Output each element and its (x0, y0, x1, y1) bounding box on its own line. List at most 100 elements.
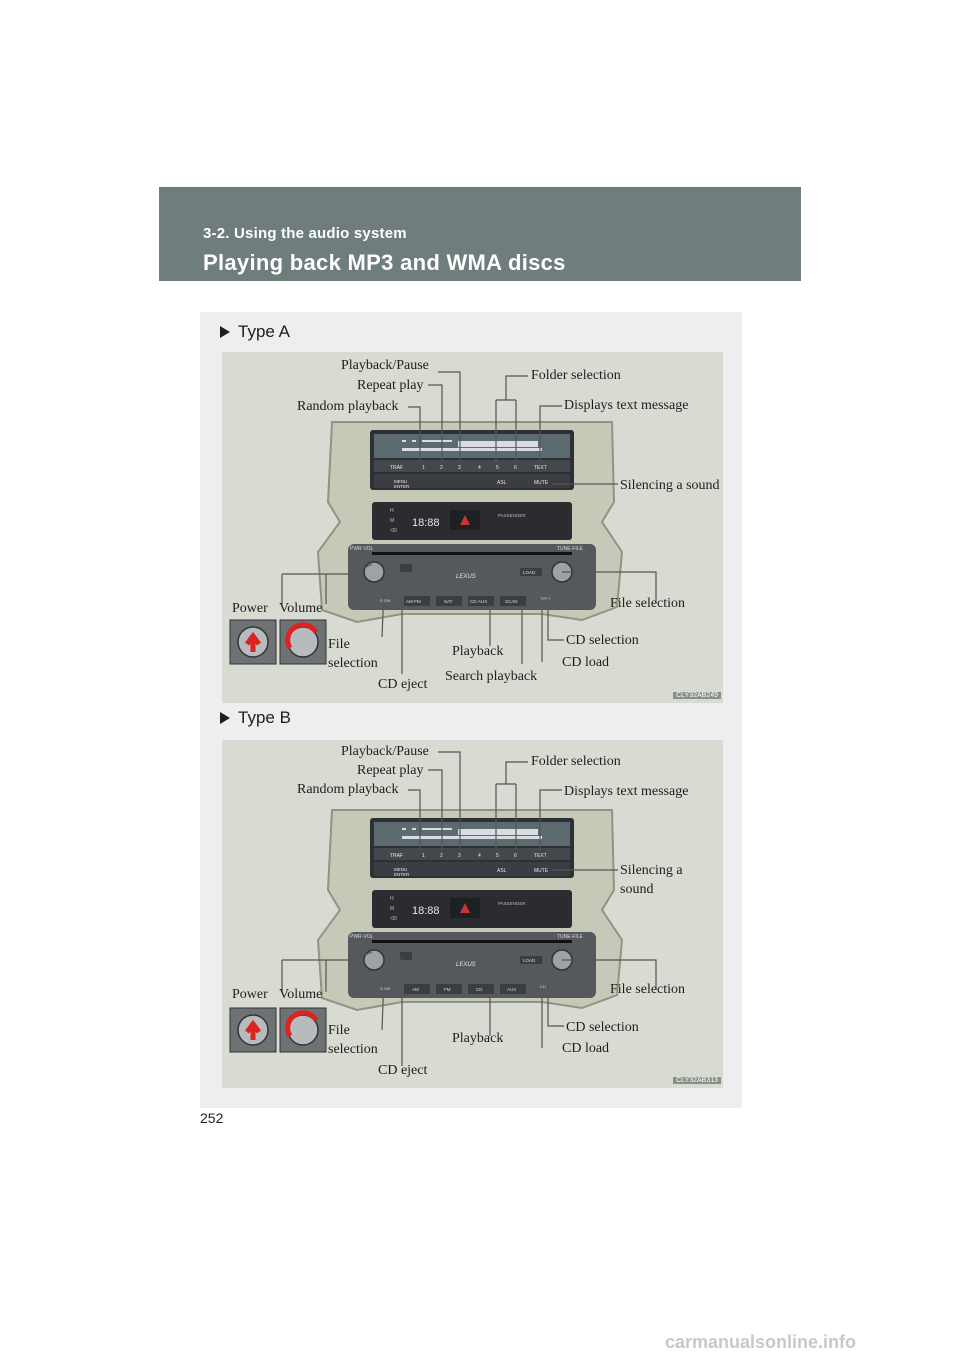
svg-text:SEEK: SEEK (380, 598, 391, 603)
svg-text::00: :00 (390, 528, 397, 534)
svg-text:SCAN: SCAN (505, 599, 518, 604)
svg-text:AM·FM: AM·FM (406, 599, 421, 604)
svg-text:ENTER: ENTER (394, 484, 410, 489)
section-subtitle: 3-2. Using the audio system (203, 225, 407, 242)
hazard-icon (460, 903, 470, 913)
label-random-playback-b: Random playback (297, 782, 399, 797)
section-header: 3-2. Using the audio system Playing back… (159, 187, 801, 281)
label-playback-pause-a: Playback/Pause (341, 358, 429, 373)
svg-text:FM: FM (444, 987, 451, 992)
svg-text:TYPE: TYPE (540, 596, 551, 601)
triangle-bullet-icon (220, 325, 230, 338)
label-search-playback-a: Search playback (445, 669, 538, 684)
label-cd-eject-a: CD eject (378, 677, 428, 692)
label-displays-text-a: Displays text message (564, 398, 689, 413)
svg-text:3: 3 (458, 465, 461, 471)
label-repeat-play-a: Repeat play (357, 378, 424, 393)
type-b-bottom-buttons: AM FM CD AUX SEEK CH (380, 984, 546, 994)
type-a-label: Type A (238, 322, 290, 341)
label-volume-a: Volume (279, 601, 323, 616)
svg-text:H: H (390, 896, 394, 902)
svg-text:6: 6 (514, 853, 517, 859)
cd-slot (372, 940, 572, 943)
pwr-vol-knob (363, 561, 385, 583)
svg-text:CD: CD (476, 987, 483, 992)
label-folder-selection-b: Folder selection (531, 754, 621, 769)
cd-unit (348, 932, 596, 998)
svg-text:MUTE: MUTE (534, 480, 549, 486)
rotate-arrow-icon (285, 1010, 319, 1038)
type-b-label: Type B (238, 708, 291, 727)
svg-text:3: 3 (458, 853, 461, 859)
label-selection-a: selection (328, 656, 378, 671)
svg-text:2: 2 (440, 853, 443, 859)
svg-text::00: :00 (390, 916, 397, 922)
label-silencing-b-1: Silencing a (620, 863, 683, 878)
button-row-2: MENU ENTER ASL MUTE (374, 862, 570, 877)
press-arrow-icon (245, 1019, 261, 1040)
svg-text:ENTER: ENTER (394, 872, 410, 877)
svg-text:AM: AM (412, 987, 419, 992)
label-power-a: Power (232, 601, 268, 616)
type-b-heading: Type B (220, 708, 291, 728)
button-row-1: TRAF 1 2 3 4 5 6 TEXT (374, 460, 570, 472)
label-repeat-play-b: Repeat play (357, 763, 424, 778)
svg-text:TEXT: TEXT (534, 853, 547, 859)
svg-text:M: M (390, 906, 394, 912)
svg-text:MENU: MENU (394, 479, 407, 484)
type-a-figure: TRAF 1 2 3 4 5 6 TEXT MENU ENTER ASL MUT… (222, 352, 723, 703)
label-playback-pause-b: Playback/Pause (341, 744, 429, 759)
label-playback-b: Playback (452, 1031, 504, 1046)
label-cd-load-b: CD load (562, 1041, 610, 1056)
svg-text:M: M (390, 518, 394, 524)
label-volume-b: Volume (279, 987, 323, 1002)
callout-lines (281, 751, 657, 1066)
label-cd-selection-a: CD selection (566, 633, 639, 648)
type-a-heading: Type A (220, 322, 290, 342)
svg-text:5: 5 (496, 465, 499, 471)
press-arrow-icon (245, 631, 261, 652)
svg-text:PWR·VOL: PWR·VOL (350, 934, 374, 940)
label-playback-a: Playback (452, 644, 504, 659)
svg-text:PASSENGER: PASSENGER (498, 901, 526, 906)
triangle-bullet-icon (220, 711, 230, 724)
svg-text:PASSENGER: PASSENGER (498, 513, 526, 518)
svg-text:MENU: MENU (394, 867, 407, 872)
svg-text:PWR·VOL: PWR·VOL (350, 546, 374, 552)
rotate-arrow-icon (285, 622, 319, 650)
label-cd-selection-b: CD selection (566, 1020, 639, 1035)
figure-code: CLY32AB313 (673, 1077, 721, 1084)
type-a-audio-panel-illustration: TRAF 1 2 3 4 5 6 TEXT MENU ENTER ASL MUT… (229, 371, 657, 674)
page-number: 252 (200, 1110, 224, 1126)
label-file-b: File (328, 1023, 350, 1038)
label-silencing-a: Silencing a sound (620, 478, 720, 493)
label-selection-b: selection (328, 1042, 378, 1057)
svg-text:CH: CH (540, 984, 546, 989)
label-folder-selection-a: Folder selection (531, 368, 621, 383)
svg-text:18:88: 18:88 (412, 517, 440, 529)
svg-text:CD·AUX: CD·AUX (470, 599, 487, 604)
svg-text:1: 1 (422, 465, 425, 471)
svg-text:LEXUS: LEXUS (456, 962, 476, 968)
svg-text:4: 4 (478, 465, 481, 471)
svg-text:TUNE·FILE: TUNE·FILE (557, 934, 584, 940)
figure-code: CLY32AB249 (673, 692, 721, 699)
svg-text:SEEK: SEEK (380, 986, 391, 991)
pwr-vol-knob (363, 949, 385, 971)
svg-text:TUNE·FILE: TUNE·FILE (557, 546, 584, 552)
type-a-bottom-buttons: AM·FM SAT CD·AUX SCAN SEEK TYPE (380, 596, 551, 606)
type-b-audio-panel-illustration: TRAF 1 2 3 4 5 6 TEXT MENU ENTER ASL MUT… (229, 751, 657, 1066)
page-title: Playing back MP3 and WMA discs (203, 250, 566, 275)
svg-text:MUTE: MUTE (534, 868, 549, 874)
svg-text:H: H (390, 508, 394, 514)
svg-text:TRAF: TRAF (390, 853, 403, 859)
svg-text:ASL: ASL (497, 480, 507, 486)
svg-text:6: 6 (514, 465, 517, 471)
label-random-playback-a: Random playback (297, 399, 399, 414)
svg-text:4: 4 (478, 853, 481, 859)
svg-text:1: 1 (422, 853, 425, 859)
svg-text:2: 2 (440, 465, 443, 471)
label-displays-text-b: Displays text message (564, 784, 689, 799)
label-file-selection-right-b: File selection (610, 982, 686, 997)
button-row-1: TRAF 1 2 3 4 5 6 TEXT (374, 848, 570, 860)
